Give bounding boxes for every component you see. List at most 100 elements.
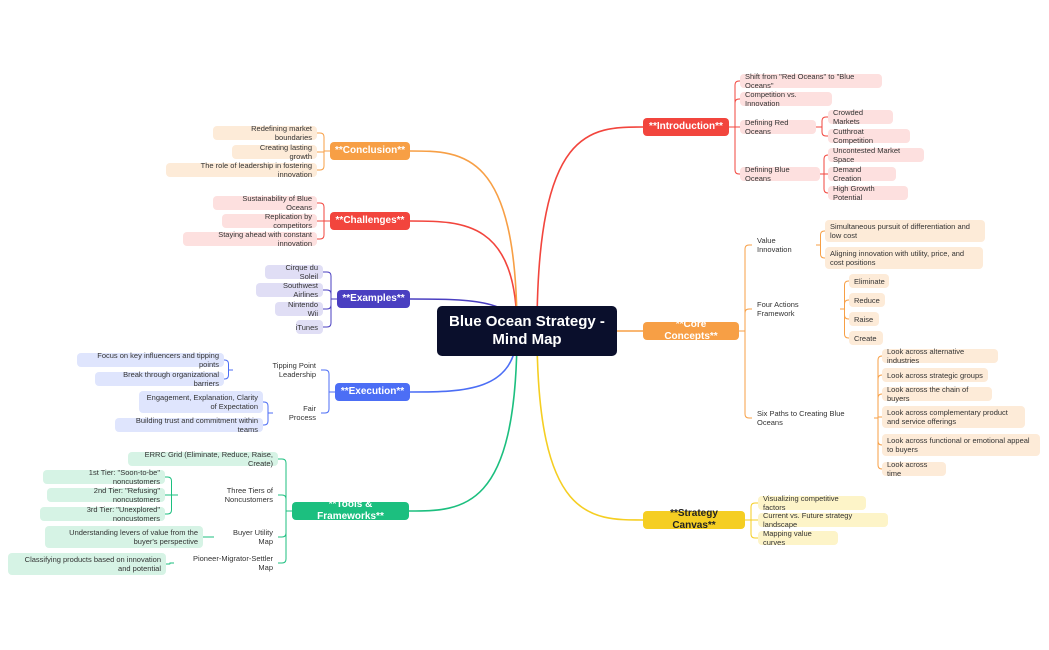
branch-core[interactable]: **Core Concepts**	[643, 319, 739, 342]
topic-k-3[interactable]: The role of leadership in fostering inno…	[166, 161, 317, 179]
link-c-s1	[874, 355, 883, 419]
link-x-f2	[263, 412, 273, 426]
topic-i-blue3[interactable]: High Growth Potential	[828, 184, 908, 202]
link-c-f2	[840, 299, 849, 310]
link-t-util	[278, 510, 292, 538]
link-k-2	[317, 150, 330, 153]
link-c-s4	[874, 416, 882, 419]
topic-c-f3[interactable]: Raise	[849, 312, 879, 326]
topic-c-s1[interactable]: Look across alternative industries	[882, 347, 998, 365]
topic-i-shift[interactable]: Shift from "Red Oceans" to "Blue Oceans"	[740, 72, 882, 90]
topic-t-t3[interactable]: 3rd Tier: "Unexplored" noncustomers	[40, 505, 165, 523]
link-c-f3	[840, 308, 849, 320]
topic-i-red1[interactable]: Crowded Markets	[828, 108, 893, 126]
link-x-fair	[321, 391, 335, 414]
link-c-four	[739, 308, 752, 332]
topic-e-4[interactable]: iTunes	[296, 320, 323, 334]
link-e-4	[323, 298, 337, 328]
link-i-comp	[729, 98, 740, 128]
link-e-3	[323, 298, 337, 310]
branch-conclusion[interactable]: **Conclusion**	[330, 142, 410, 160]
topic-x-fair[interactable]: Fair Process	[288, 404, 316, 422]
topic-i-red[interactable]: Defining Red Oceans	[740, 118, 816, 136]
topic-t-t2[interactable]: 2nd Tier: "Refusing" noncustomers	[47, 486, 165, 504]
link-c-s5	[874, 417, 883, 446]
link-t-t1	[165, 476, 178, 496]
topic-c-v1[interactable]: Simultaneous pursuit of differentiation …	[825, 220, 985, 242]
topic-c-six[interactable]: Six Paths to Creating Blue Oceans	[757, 409, 845, 427]
branch-examples[interactable]: **Examples**	[337, 290, 410, 308]
topic-i-comp[interactable]: Competition vs. Innovation	[740, 90, 832, 108]
branch-link-conclusion	[409, 150, 518, 332]
topic-s-1[interactable]: Visualizing competitive factors	[758, 494, 866, 512]
link-t-p1	[166, 562, 174, 565]
topic-e-3[interactable]: Nintendo Wii	[275, 300, 323, 318]
link-x-t1	[224, 359, 233, 371]
link-c-s6	[874, 417, 883, 470]
topic-c-s3[interactable]: Look across the chain of buyers	[882, 385, 992, 403]
branch-introduction[interactable]: **Introduction**	[643, 118, 729, 136]
link-c-f4	[840, 308, 849, 339]
topic-c-four[interactable]: Four Actions Framework	[757, 300, 799, 318]
link-c-f1	[840, 280, 849, 310]
topic-h-1[interactable]: Sustainability of Blue Oceans	[213, 194, 317, 212]
topic-t-p1[interactable]: Classifying products based on innovation…	[8, 553, 166, 575]
link-c-v1	[816, 230, 825, 246]
link-t-errc	[278, 458, 292, 512]
topic-c-f4[interactable]: Create	[849, 331, 883, 345]
link-i-blue	[729, 126, 740, 175]
topic-c-v2[interactable]: Aligning innovation with utility, price,…	[825, 247, 983, 269]
topic-e-2[interactable]: Southwest Airlines	[256, 281, 323, 299]
topic-x-tip[interactable]: Tipping Point Leadership	[272, 361, 317, 379]
topic-t-util[interactable]: Buyer Utility Map	[232, 528, 273, 546]
branch-strategy[interactable]: **Strategy Canvas**	[643, 508, 745, 531]
link-i-red1	[816, 116, 828, 128]
topic-t-tiers[interactable]: Three Tiers of Noncustomers	[224, 486, 273, 504]
link-c-s3	[874, 393, 883, 419]
link-c-six	[739, 330, 752, 419]
topic-x-t2[interactable]: Break through organizational barriers	[95, 370, 224, 388]
topic-c-f2[interactable]: Reduce	[849, 293, 885, 307]
topic-t-pion[interactable]: Pioneer-Migrator-Settler Map	[192, 554, 273, 572]
link-h-1	[317, 202, 330, 222]
topic-t-errc[interactable]: ERRC Grid (Eliminate, Reduce, Raise, Cre…	[128, 450, 278, 468]
topic-i-blue[interactable]: Defining Blue Oceans	[740, 165, 820, 183]
topic-s-2[interactable]: Current vs. Future strategy landscape	[758, 511, 888, 529]
link-x-tip	[321, 369, 335, 393]
topic-c-s6[interactable]: Look across time	[882, 460, 946, 478]
link-s-3	[745, 519, 758, 539]
topic-c-f1[interactable]: Eliminate	[849, 274, 889, 288]
link-i-blue3	[820, 173, 829, 194]
topic-k-1[interactable]: Redefining market boundaries	[213, 124, 317, 142]
branch-challenges[interactable]: **Challenges**	[330, 212, 410, 230]
link-i-blue1	[820, 154, 829, 175]
topic-k-2[interactable]: Creating lasting growth	[232, 143, 317, 161]
topic-x-f1[interactable]: Engagement, Explanation, Clarity of Expe…	[139, 391, 263, 413]
topic-h-2[interactable]: Replication by competitors	[222, 212, 317, 230]
link-t-pion	[278, 510, 292, 564]
topic-c-s2[interactable]: Look across strategic groups	[882, 368, 988, 382]
branch-tools[interactable]: **Tools & Frameworks**	[292, 499, 409, 522]
topic-e-1[interactable]: Cirque du Soleil	[265, 263, 323, 281]
topic-i-blue2[interactable]: Demand Creation	[828, 165, 896, 183]
branch-execution[interactable]: **Execution**	[335, 383, 410, 401]
topic-c-s5[interactable]: Look across functional or emotional appe…	[882, 434, 1040, 456]
topic-c-value[interactable]: Value Innovation	[757, 236, 792, 254]
topic-t-t1[interactable]: 1st Tier: "Soon-to-be" noncustomers	[43, 468, 165, 486]
topic-x-f2[interactable]: Building trust and commitment within tea…	[115, 416, 263, 434]
link-x-f1	[263, 401, 273, 414]
topic-t-u1[interactable]: Understanding levers of value from the b…	[45, 526, 203, 548]
link-c-s2	[874, 374, 883, 419]
topic-c-s4[interactable]: Look across complementary product and se…	[882, 406, 1025, 428]
topic-i-blue1[interactable]: Uncontested Market Space	[828, 146, 924, 164]
topic-x-t1[interactable]: Focus on key influencers and tipping poi…	[77, 351, 224, 369]
topic-h-3[interactable]: Staying ahead with constant innovation	[183, 230, 317, 248]
topic-s-3[interactable]: Mapping value curves	[758, 529, 838, 547]
branch-link-introduction	[536, 126, 644, 332]
link-i-shift	[729, 80, 740, 128]
link-c-v2	[816, 244, 825, 259]
link-x-t2	[224, 369, 233, 380]
branch-link-tools	[408, 330, 518, 512]
root-topic[interactable]: Blue Ocean Strategy - Mind Map	[437, 306, 617, 356]
topic-i-red2[interactable]: Cutthroat Competition	[828, 127, 910, 145]
